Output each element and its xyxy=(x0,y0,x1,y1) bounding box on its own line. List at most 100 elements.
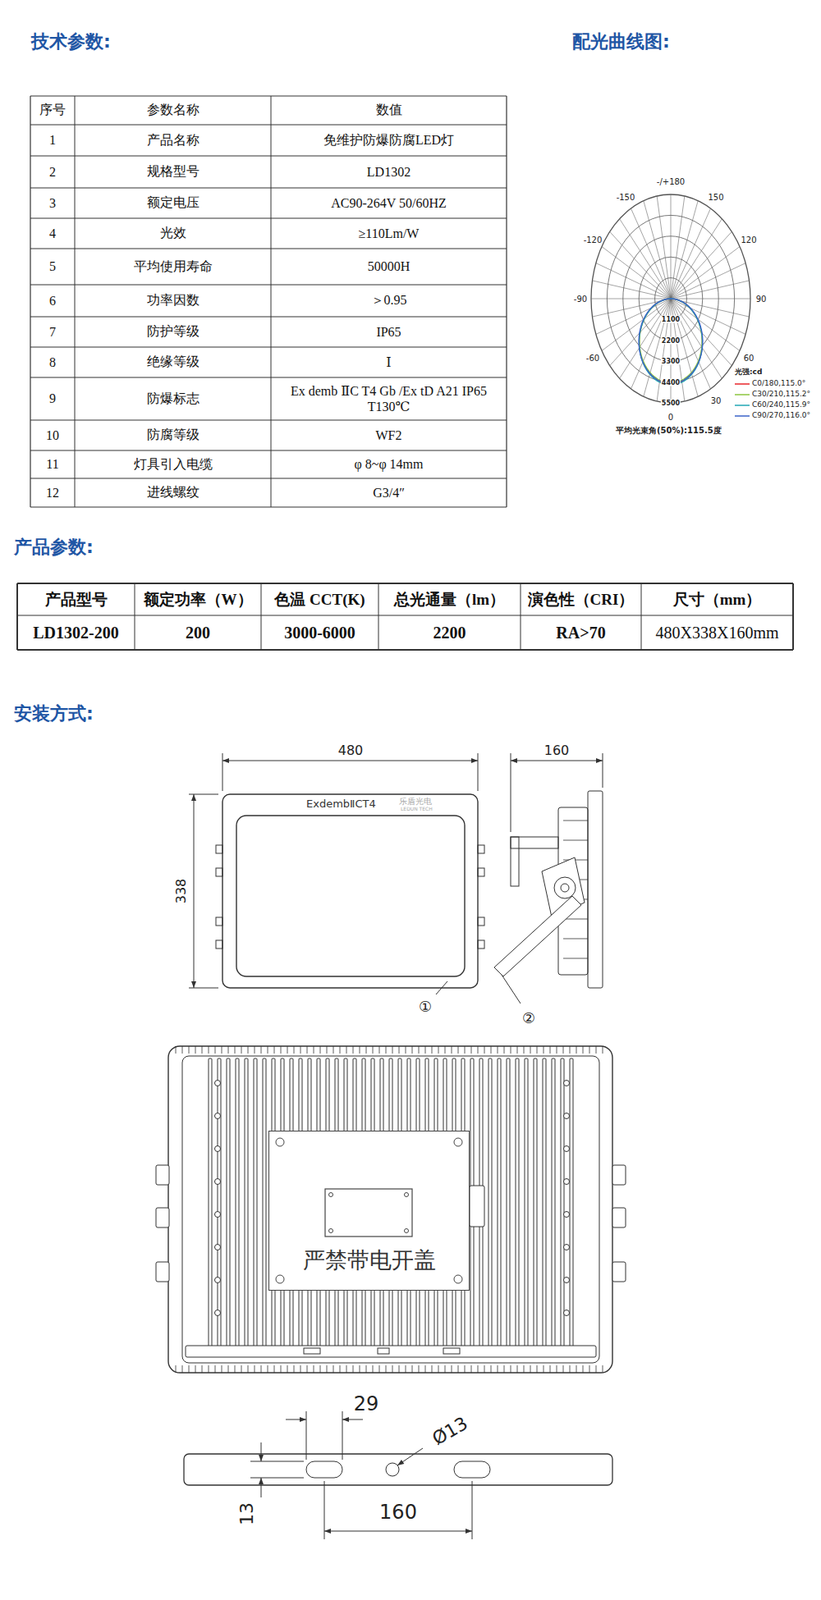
table-cell: 进线螺纹 xyxy=(74,478,271,508)
nameplate xyxy=(325,1189,413,1238)
section-heading: 产品参数: xyxy=(13,535,94,560)
table-rule xyxy=(792,583,794,651)
table-rule xyxy=(30,316,507,318)
polar-spoke xyxy=(610,231,671,299)
cooling-fin xyxy=(244,1059,248,1355)
side-tab xyxy=(215,917,223,927)
cooling-fin xyxy=(226,1059,230,1355)
table-cell: 防护等级 xyxy=(74,316,271,348)
legend-text: C60/240,115.9° xyxy=(752,400,811,409)
edge-tick xyxy=(471,1046,473,1055)
table-cell: 产品型号 xyxy=(17,583,135,616)
extension-line xyxy=(222,753,224,792)
table-cell: φ 8~φ 14mm xyxy=(270,450,507,479)
table-rule xyxy=(30,248,507,250)
bracket-arm xyxy=(494,896,582,977)
edge-tick xyxy=(471,1366,473,1374)
edge-tick xyxy=(405,1046,407,1055)
cooling-fin xyxy=(551,1059,555,1355)
edge-tick xyxy=(339,1366,341,1374)
edge-tick xyxy=(234,1046,236,1055)
callout-number: ② xyxy=(522,1009,536,1028)
section-heading: 技术参数: xyxy=(31,29,111,55)
polar-spoke xyxy=(670,194,672,299)
table-cell: ＞0.95 xyxy=(270,284,507,317)
intensity-value: 5500 xyxy=(660,399,681,408)
edge-tick xyxy=(346,1366,348,1374)
table-cell: 绝缘等级 xyxy=(74,347,271,378)
table-rule xyxy=(30,188,507,189)
table-cell: 平均使用寿命 xyxy=(74,248,271,285)
bolt-hole xyxy=(215,1114,221,1120)
table-value: 3 xyxy=(49,196,56,211)
table-value: 5 xyxy=(49,259,56,275)
hinge-bolt xyxy=(560,884,569,893)
table-cell: WF2 xyxy=(270,420,507,451)
edge-tick xyxy=(425,1366,427,1374)
edge-tick xyxy=(385,1046,387,1055)
edge-tick xyxy=(458,1366,459,1374)
edge-tick xyxy=(287,1046,289,1055)
table-cell: 200 xyxy=(134,615,262,651)
table-cell: 演色性（CRI） xyxy=(520,583,642,616)
table-cell: 额定功率（W） xyxy=(134,583,262,616)
side-tab xyxy=(215,868,223,877)
edge-tick xyxy=(300,1366,302,1374)
strip-slot xyxy=(303,1348,321,1355)
edge-tick xyxy=(175,1046,177,1055)
edge-tick xyxy=(372,1046,374,1055)
housing-outline xyxy=(168,1046,613,1374)
table-value: 规格型号 xyxy=(146,163,200,181)
edge-tick xyxy=(221,1366,223,1374)
table-value: 2200 xyxy=(433,623,467,643)
table-value: 6 xyxy=(49,293,56,309)
table-header: 尺寸（mm） xyxy=(673,589,762,611)
bolt-hole xyxy=(564,1114,570,1120)
legend-line xyxy=(734,404,750,407)
extension-line xyxy=(510,753,512,833)
screw xyxy=(403,1192,409,1198)
warning-plate: 严禁带电开盖 xyxy=(268,1131,470,1292)
table-rule xyxy=(134,583,136,651)
edge-tick xyxy=(326,1046,328,1055)
table-value: 4 xyxy=(49,226,56,242)
edge-tick xyxy=(536,1046,538,1055)
edge-tick xyxy=(215,1366,216,1374)
cooling-fin xyxy=(560,1059,565,1355)
edge-tick xyxy=(228,1046,230,1055)
dimension-text: 29 xyxy=(353,1393,380,1417)
table-rule xyxy=(30,450,507,452)
intensity-value: 2200 xyxy=(660,337,681,345)
table-cell: 免维护防爆防腐LED灯 xyxy=(270,124,507,156)
edge-tick xyxy=(569,1046,571,1055)
edge-tick xyxy=(412,1366,413,1374)
section-heading: 安装方式: xyxy=(13,701,94,727)
light-curve xyxy=(638,298,703,385)
edge-tick xyxy=(425,1046,427,1055)
bolt-hole xyxy=(564,1245,570,1252)
legend-line xyxy=(734,415,750,418)
table-cell: 规格型号 xyxy=(74,155,271,189)
bolt-hole xyxy=(564,1212,570,1219)
legend-text: C0/180,115.0° xyxy=(752,379,806,388)
bracket-slot xyxy=(306,1462,343,1479)
light-curve xyxy=(639,298,702,384)
legend-line xyxy=(734,394,750,396)
cooling-fin xyxy=(569,1059,574,1355)
front-plate xyxy=(587,791,603,989)
table-rule xyxy=(270,96,272,508)
edge-tick xyxy=(596,1366,597,1374)
edge-tick xyxy=(490,1366,492,1374)
table-rule xyxy=(30,478,507,480)
legend-line xyxy=(734,383,750,386)
table-rule xyxy=(16,583,19,651)
polar-spoke xyxy=(591,280,671,299)
edge-tick xyxy=(267,1366,269,1374)
table-value: 200 xyxy=(185,623,211,643)
table-header: 总光通量（lm） xyxy=(394,589,505,611)
table-header: 数值 xyxy=(376,101,403,120)
table-cell: 参数名称 xyxy=(74,96,271,125)
edge-tick xyxy=(182,1046,184,1055)
side-tab xyxy=(477,868,485,877)
edge-tick xyxy=(307,1046,308,1055)
